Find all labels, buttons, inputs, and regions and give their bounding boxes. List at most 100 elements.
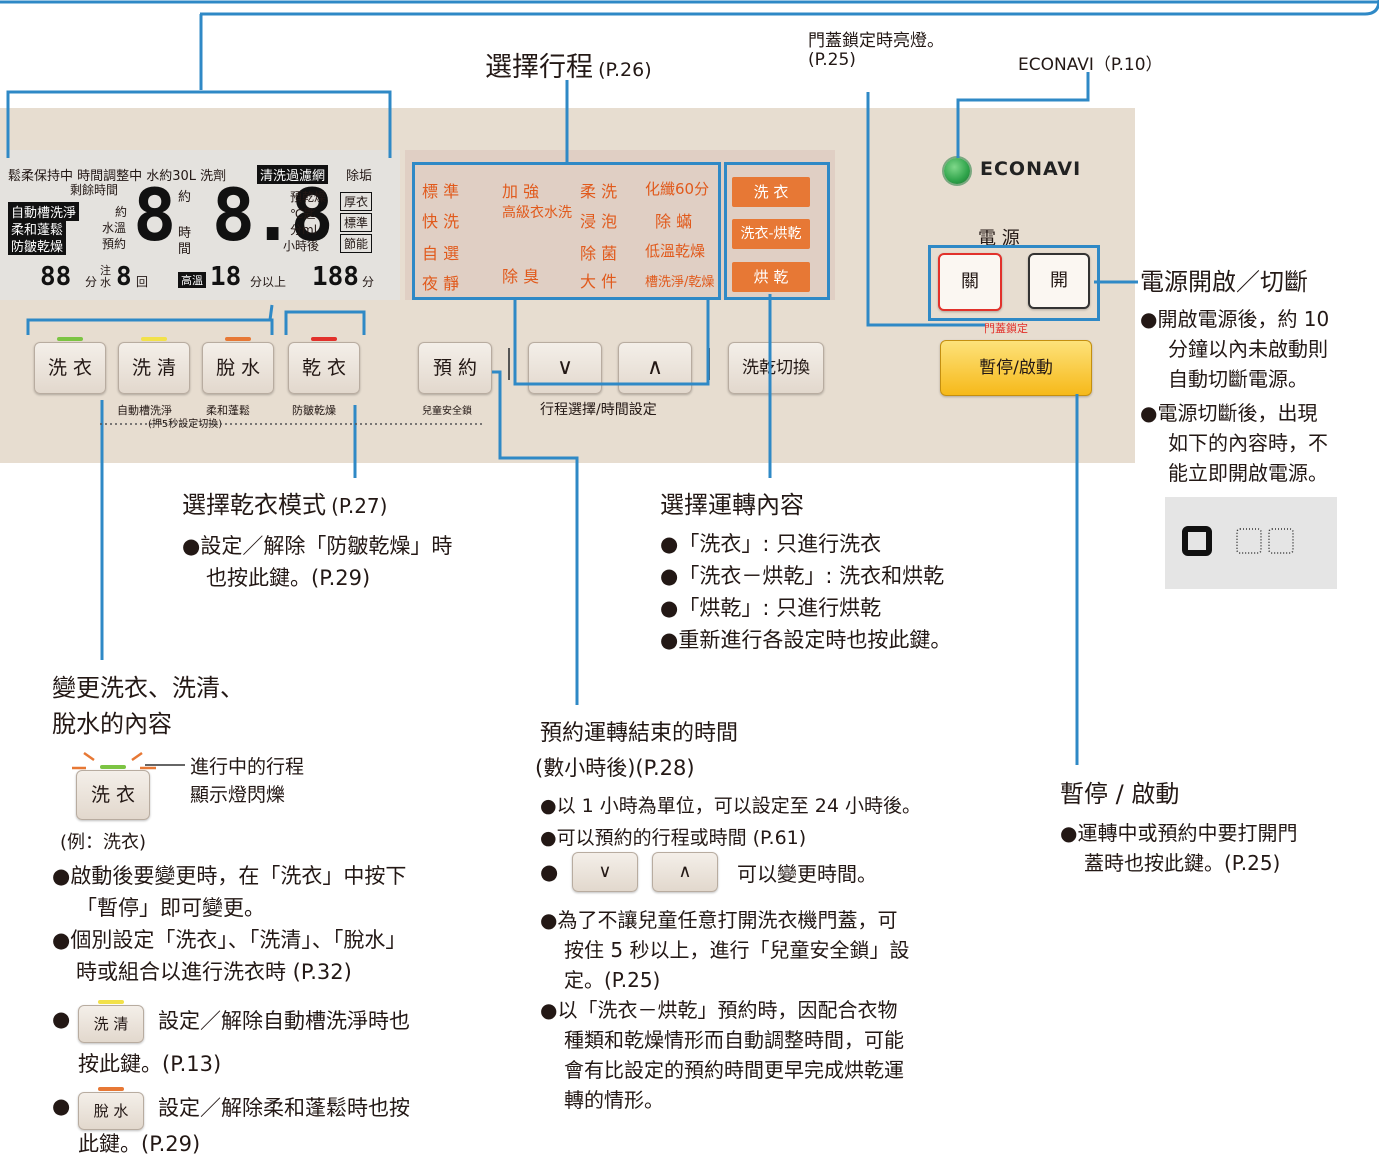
power-bullet-2: ●電源切斷後，出現 如下的內容時，不 能立即開啟電源。 bbox=[1140, 398, 1328, 488]
bullet-icon: ● bbox=[1140, 401, 1158, 425]
lid-lock-ref: (P.25) bbox=[808, 50, 856, 70]
lcd-label-water-temp: 水溫 bbox=[102, 221, 127, 235]
operation-bullet-2: 「洗衣－烘乾」: 洗衣和烘乾 bbox=[678, 564, 945, 588]
rinse-button-label: 洗 清 bbox=[131, 357, 177, 379]
wash-dry-switch-button[interactable]: 洗乾切換 bbox=[728, 342, 824, 394]
demo-note-line bbox=[145, 764, 185, 766]
mode-wash-dry[interactable]: 洗衣-烘乾 bbox=[732, 219, 810, 249]
lcd-unit-4: 分 bbox=[362, 275, 375, 289]
dry-mode-title: 選擇乾衣模式 bbox=[182, 491, 326, 519]
course-soak[interactable]: 浸 泡 bbox=[580, 212, 618, 231]
mode-frame bbox=[724, 162, 830, 300]
course-frame bbox=[412, 162, 721, 300]
power-on-button[interactable]: 開 bbox=[1028, 253, 1090, 309]
dry-bracket-line bbox=[284, 310, 366, 335]
rinse-button[interactable]: 洗 清 bbox=[118, 337, 190, 394]
lcd-label-hours-later: 小時後 bbox=[283, 239, 320, 253]
change-wash-b2-l1: 個別設定「洗衣」、「洗清」、「脫水」 bbox=[70, 928, 407, 952]
reserve-bullets: ●以 1 小時為單位，可以設定至 24 小時後。 ●可以預約的行程或時間 (P.… bbox=[540, 790, 921, 854]
pause-line-2: 蓋時也按此鍵。(P.25) bbox=[1084, 851, 1281, 875]
pause-heading: 暫停 / 啟動 bbox=[1060, 780, 1180, 808]
course-quick[interactable]: 快 洗 bbox=[422, 212, 460, 231]
bullet-icon: ● bbox=[540, 795, 557, 817]
bullet-icon: ● bbox=[1060, 821, 1078, 845]
reserve-b3-l1: 為了不讓兒童任意打開洗衣機門蓋，可 bbox=[557, 908, 898, 932]
bullet-icon: ● bbox=[52, 864, 71, 888]
reserve-button[interactable]: 預 約 bbox=[418, 342, 492, 394]
power-bullet-1-line2: 分鐘以內未啟動則 bbox=[1168, 337, 1328, 361]
dry-button[interactable]: 乾 衣 bbox=[288, 337, 360, 394]
bullet-icon: ● bbox=[540, 998, 558, 1022]
pause-line-1: 運轉中或預約中要打開門 bbox=[1077, 821, 1298, 845]
lcd-bracket-line bbox=[6, 90, 392, 158]
pause-start-button[interactable]: 暫停/啟動 bbox=[940, 340, 1092, 396]
dry-indicator bbox=[311, 337, 337, 341]
course-custom[interactable]: 自 選 bbox=[422, 244, 460, 263]
course-tub-clean-dry[interactable]: 槽洗淨/乾燥 bbox=[645, 275, 715, 290]
spin-button[interactable]: 脫 水 bbox=[202, 337, 274, 394]
reserve-title-2: (數小時後)(P.28) bbox=[535, 756, 695, 780]
course-mite[interactable]: 除 蟎 bbox=[655, 212, 693, 231]
power-off-button[interactable]: 關 bbox=[938, 253, 1002, 311]
econavi-logo: ECONAVI bbox=[980, 158, 1082, 180]
lcd-big-digits: 8 8.8 bbox=[133, 173, 334, 257]
course-synthetic-60[interactable]: 化纖60分 bbox=[645, 180, 710, 198]
lcd-box-eco: 節能 bbox=[340, 234, 373, 253]
reserve-line bbox=[492, 370, 579, 705]
lcd-descale: 除垢 bbox=[346, 169, 373, 184]
course-low-temp-dry[interactable]: 低溫乾燥 bbox=[645, 242, 706, 260]
sub-label-soft: 柔和蓬鬆 bbox=[206, 404, 250, 417]
lcd-label-ml: 分ml bbox=[290, 223, 318, 237]
bullet-icon: ● bbox=[52, 928, 71, 952]
sub-label-child-lock: 兒童安全鎖 bbox=[422, 406, 472, 417]
lcd-unit-2: 回 bbox=[136, 275, 149, 289]
mode-dry[interactable]: 烘 乾 bbox=[732, 262, 810, 292]
demo-note-1: 進行中的行程 bbox=[190, 756, 305, 778]
rinse-note-2: 按此鍵。(P.13) bbox=[78, 1052, 222, 1076]
spin-icon-label: 脫 水 bbox=[93, 1102, 129, 1120]
divider bbox=[508, 348, 510, 380]
lcd-digit-4: 188 bbox=[312, 262, 359, 292]
course-soft-wash[interactable]: 柔 洗 bbox=[580, 182, 618, 201]
power-bullet-2-line3: 能立即開啟電源。 bbox=[1168, 461, 1328, 485]
spin-icon-indicator bbox=[98, 1087, 124, 1091]
change-wash-b1-l1: 啟動後要變更時，在「洗衣」中按下 bbox=[70, 864, 407, 888]
select-course-heading: 選擇行程 (P.26) bbox=[485, 45, 652, 84]
bullet-icon: ● bbox=[540, 860, 559, 884]
lcd-unit-1: 分 bbox=[85, 275, 98, 289]
reserve-b4-l4: 轉的情形。 bbox=[564, 1088, 664, 1112]
lcd-label-jian: 間 bbox=[178, 242, 192, 257]
course-time-bracket bbox=[513, 298, 710, 386]
econavi-note: ECONAVI（P.10） bbox=[1018, 55, 1163, 75]
power-bullet-1: ●開啟電源後，約 10 分鐘以內未啟動則 自動切斷電源。 bbox=[1140, 304, 1329, 394]
reserve-b3-l3: 定。(P.25) bbox=[564, 968, 661, 992]
reserve-b4-l3: 會有比設定的預約時間更早完成烘乾運 bbox=[564, 1058, 904, 1082]
course-quiet-night[interactable]: 夜 靜 bbox=[422, 274, 460, 293]
course-sterilize[interactable]: 除 菌 bbox=[580, 244, 618, 263]
operation-bullet-1: 「洗衣」: 只進行洗衣 bbox=[678, 532, 882, 556]
econavi-line bbox=[956, 72, 1090, 158]
wash-button[interactable]: 洗 衣 bbox=[34, 337, 106, 394]
dry-mode-line1: 設定／解除「防皺乾燥」時 bbox=[200, 534, 453, 558]
dry-button-label: 乾 衣 bbox=[301, 357, 347, 379]
course-deodorize[interactable]: 除 臭 bbox=[502, 267, 540, 286]
blink-rays-icon bbox=[72, 751, 156, 770]
lcd-box-thick: 厚衣 bbox=[340, 192, 373, 211]
lcd-top-labels: 鬆柔保持中 時間調整中 水約30L 洗劑 bbox=[8, 169, 227, 184]
sub-label-auto-clean: 自動槽洗淨 bbox=[117, 404, 172, 417]
reserve-change-time: 可以變更時間。 bbox=[737, 862, 877, 886]
lcd-unit-3: 分以上 bbox=[250, 275, 287, 289]
lid-lock-label: 門蓋鎖定 bbox=[984, 322, 1028, 335]
change-wash-example: (例：洗衣) bbox=[60, 832, 147, 853]
power-bullet-1-line3: 自動切斷電源。 bbox=[1168, 367, 1308, 391]
rinse-note-1: 設定／解除自動槽洗淨時也 bbox=[158, 1009, 410, 1033]
lcd-high-temp-tag: 高溫 bbox=[178, 272, 206, 288]
mode-wash[interactable]: 洗 衣 bbox=[732, 177, 810, 207]
dry-mode-bullet: ●設定／解除「防皺乾燥」時 也按此鍵。(P.29) bbox=[182, 530, 452, 594]
lcd-box-standard: 標準 bbox=[340, 213, 373, 232]
course-standard[interactable]: 標 準 bbox=[422, 182, 460, 201]
course-bulky[interactable]: 大 件 bbox=[580, 272, 618, 291]
rinse-indicator bbox=[141, 337, 167, 341]
course-strong[interactable]: 加 強 bbox=[502, 182, 540, 201]
dry-mode-line2: 也按此鍵。(P.29) bbox=[206, 566, 371, 590]
